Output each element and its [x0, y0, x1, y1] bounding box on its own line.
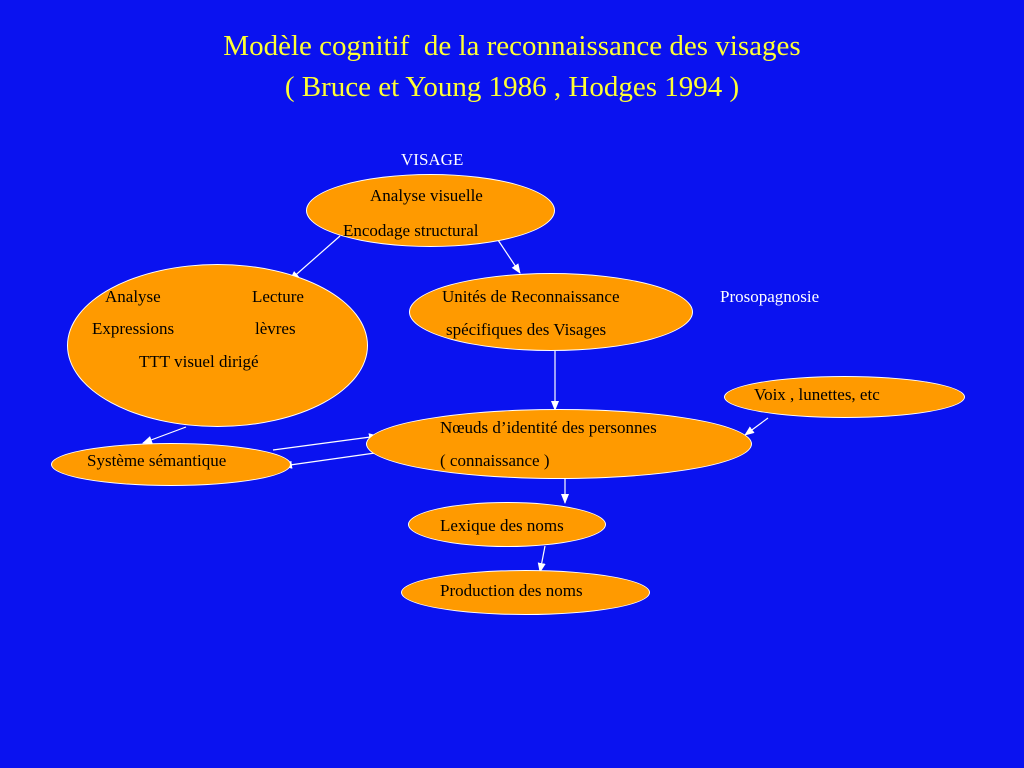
label-analyse-visuelle: Analyse visuelle — [370, 186, 483, 205]
arrow-systeme-to-noeuds — [272, 433, 379, 451]
label-expressions: Expressions — [92, 319, 175, 338]
arrow-encodage-to-unites — [497, 239, 521, 274]
label-noeuds-line1: Nœuds d’identité des personnes — [440, 418, 657, 437]
label-lexique: Lexique des noms — [440, 516, 564, 535]
label-encodage-structural: Encodage structural — [343, 221, 479, 240]
arrow-lexique-to-production — [537, 545, 546, 573]
label-systeme-semantique: Système sémantique — [87, 451, 227, 470]
node-unites-reconnaissance — [409, 273, 693, 351]
node-lexique — [408, 502, 606, 547]
node-production — [401, 570, 650, 615]
node-noeuds-identite — [366, 409, 752, 479]
label-lecture: Lecture — [252, 287, 304, 306]
node-voix — [724, 376, 965, 418]
arrow-voix-to-noeuds — [744, 417, 769, 436]
node-systeme-semantique — [51, 443, 291, 486]
arrow-noeuds-to-systeme — [282, 452, 376, 469]
label-ttt-visuel: TTT visuel dirigé — [139, 352, 259, 371]
node-analyse-expressions — [67, 264, 368, 427]
arrow-analyse-to-systeme — [142, 426, 187, 444]
label-visage: VISAGE — [401, 150, 464, 169]
label-prosopagnosie: Prosopagnosie — [720, 287, 820, 306]
label-noeuds-line2: ( connaissance ) — [440, 451, 550, 470]
label-analyse: Analyse — [105, 287, 161, 306]
label-voix: Voix , lunettes, etc — [754, 385, 880, 404]
slide-subtitle: ( Bruce et Young 1986 , Hodges 1994 ) — [284, 71, 740, 103]
node-analyse-visuelle — [306, 174, 555, 247]
label-unites-line2: spécifiques des Visages — [446, 320, 607, 339]
arrow-encodage-to-analyse — [289, 235, 341, 281]
slide-title: Modèle cognitif de la reconnaissance des… — [223, 30, 801, 62]
label-unites-line1: Unités de Reconnaissance — [442, 287, 620, 306]
label-levres: lèvres — [255, 319, 296, 338]
label-production: Production des noms — [440, 581, 583, 600]
